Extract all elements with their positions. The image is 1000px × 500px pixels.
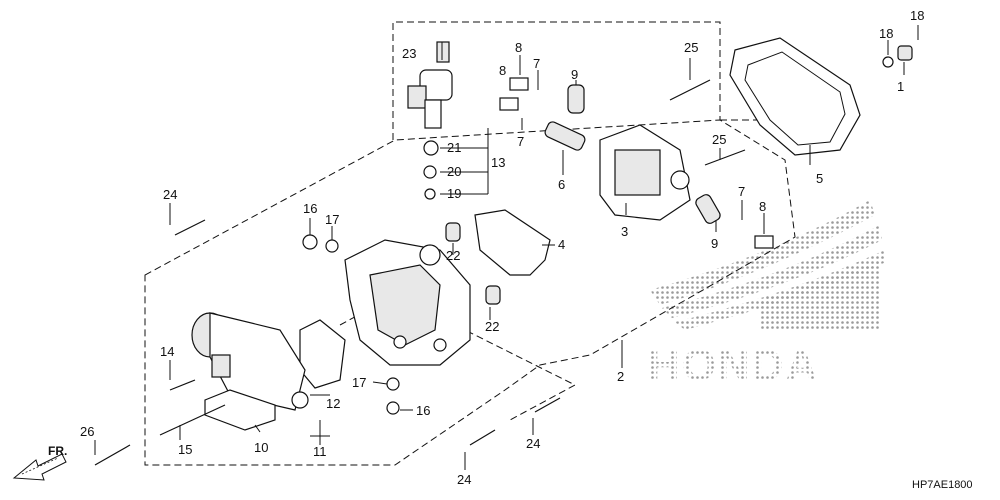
callout-21: 21 <box>447 140 461 155</box>
seal-18-b <box>882 56 894 68</box>
bolt-25-upper <box>669 79 711 101</box>
valve-9-upper <box>567 84 585 114</box>
valve-body <box>344 239 471 366</box>
callout-16-a: 16 <box>303 201 317 216</box>
callout-17-a: 17 <box>325 212 339 227</box>
bolt-25-lower <box>704 149 746 166</box>
valve-6 <box>544 121 586 151</box>
lower-assembly-outline <box>339 294 577 421</box>
callout-12: 12 <box>326 396 340 411</box>
callout-9-b: 9 <box>711 236 718 251</box>
bolt-16-lower <box>386 401 400 415</box>
callout-14: 14 <box>160 344 174 359</box>
bracket-10 <box>204 389 276 431</box>
callout-20: 20 <box>447 164 461 179</box>
plate-8-c <box>754 235 774 249</box>
front-label: FR. <box>48 444 67 458</box>
gasket-4 <box>474 209 551 276</box>
callout-11: 11 <box>313 444 327 459</box>
callout-8-c: 8 <box>759 199 766 214</box>
callout-1: 1 <box>897 79 904 94</box>
washer-17-lower <box>386 377 400 391</box>
callout-7-a: 7 <box>533 56 540 71</box>
callout-24-c: 24 <box>526 436 540 451</box>
callout-13: 13 <box>491 155 505 170</box>
diagram-code: HP7AE1800 <box>912 479 973 491</box>
callout-18-a: 18 <box>879 26 893 41</box>
bolt-16-upper <box>302 234 318 250</box>
solenoid-upper <box>407 41 453 200</box>
callout-4: 4 <box>558 237 565 252</box>
callout-10: 10 <box>254 440 268 455</box>
valve-body-assembly-outline <box>144 119 796 466</box>
callout-7-b: 7 <box>517 134 524 149</box>
washer-17-upper <box>325 239 339 253</box>
callout-17-b: 17 <box>352 375 366 390</box>
callout-19: 19 <box>447 186 461 201</box>
callout-25-a: 25 <box>684 40 698 55</box>
callout-24-b: 24 <box>457 472 471 487</box>
collar-22-upper <box>445 222 461 242</box>
bolt-24-bottom-right <box>534 397 561 413</box>
honda-wordmark: HONDA <box>648 341 819 390</box>
callout-8-b: 8 <box>499 63 506 78</box>
front-direction-indicator: FR. <box>12 444 67 481</box>
callout-16-b: 16 <box>416 403 430 418</box>
bolt-26 <box>94 444 131 466</box>
callout-23: 23 <box>402 46 416 61</box>
leader-lines <box>94 25 919 470</box>
callout-24-a: 24 <box>163 187 177 202</box>
callout-6: 6 <box>558 177 565 192</box>
bolt-14 <box>169 379 196 391</box>
callout-18-b: 18 <box>910 8 924 23</box>
seal-18-a <box>897 45 913 61</box>
callout-26: 26 <box>80 424 94 439</box>
plate-8-a <box>509 77 529 91</box>
honda-wing-logo: HONDA <box>648 200 886 390</box>
gasket-12 <box>299 319 346 389</box>
callout-7-c: 7 <box>738 184 745 199</box>
callout-9-a: 9 <box>571 67 578 82</box>
callout-8-a: 8 <box>515 40 522 55</box>
valve-3-body <box>599 124 691 221</box>
callout-25-b: 25 <box>712 132 726 147</box>
upper-assembly-outline <box>392 21 721 140</box>
bolt-24-bottom-center <box>469 429 496 446</box>
callout-5: 5 <box>816 171 823 186</box>
bolt-15 <box>159 404 226 436</box>
gasket-5 <box>729 37 861 156</box>
valve-9-lower <box>695 194 721 224</box>
callout-2: 2 <box>617 369 624 384</box>
callout-15: 15 <box>178 442 192 457</box>
bolt-24-left <box>174 219 206 236</box>
collar-22-lower <box>485 285 501 305</box>
plate-8-b <box>499 97 519 111</box>
callout-22-a: 22 <box>446 248 460 263</box>
solenoid-lower <box>191 312 309 411</box>
callout-22-b: 22 <box>485 319 499 334</box>
callout-3: 3 <box>621 224 628 239</box>
